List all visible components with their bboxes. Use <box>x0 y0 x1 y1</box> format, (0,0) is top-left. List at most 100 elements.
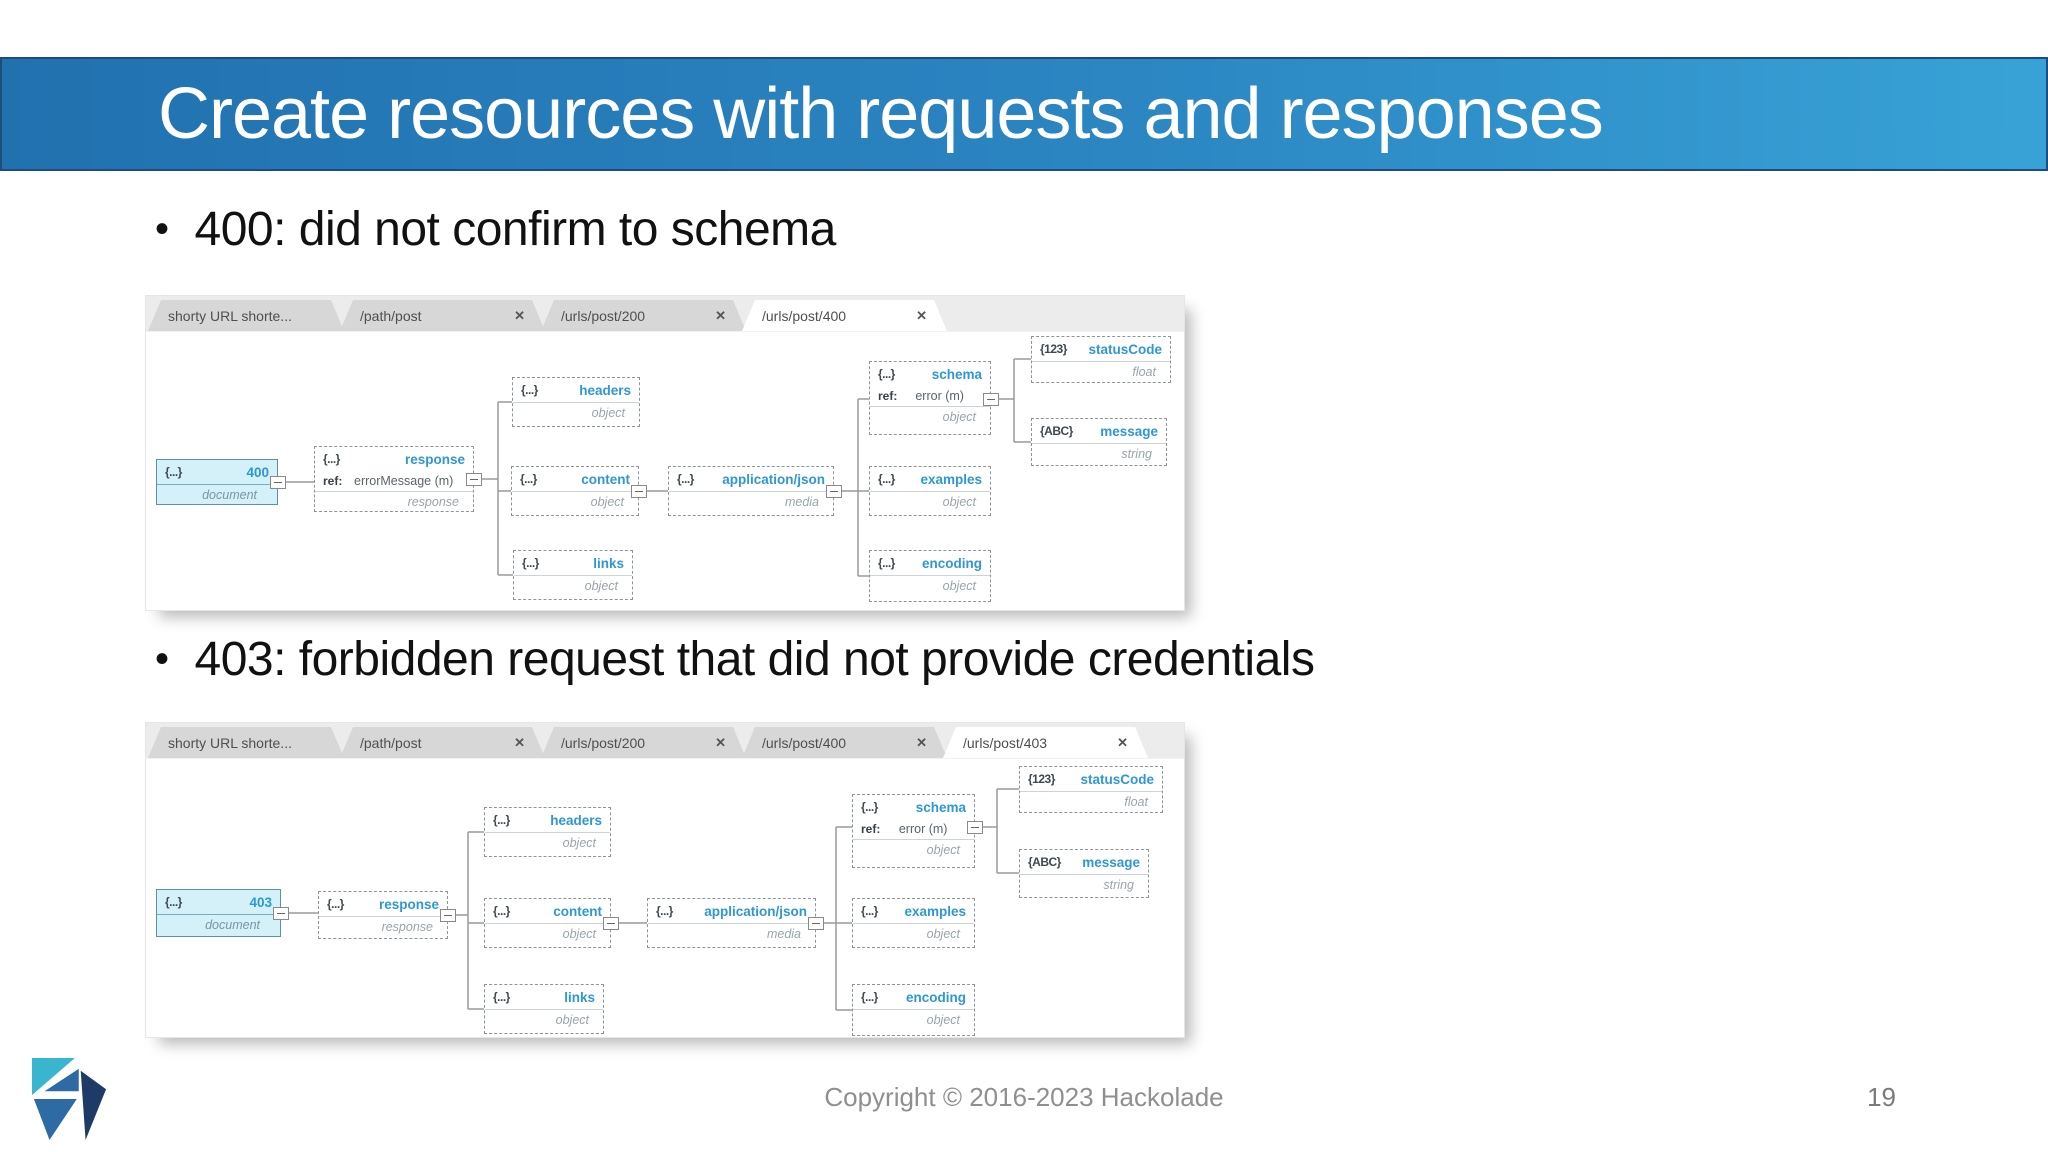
object-type-icon: {...} <box>520 472 537 486</box>
node-type: object <box>853 923 974 947</box>
node-name: examples <box>904 903 966 919</box>
collapse-toggle[interactable] <box>273 907 289 920</box>
node-type: media <box>669 491 833 515</box>
tab-urls-post-200[interactable]: /urls/post/200 ✕ <box>541 727 746 758</box>
number-type-icon: {123} <box>1028 772 1055 786</box>
ref-label: ref: <box>878 389 898 403</box>
tab-urls-post-400[interactable]: /urls/post/400 ✕ <box>742 300 947 331</box>
object-type-icon: {...} <box>323 452 340 466</box>
tab-label: /path/post <box>360 307 422 324</box>
node-name: content <box>553 903 602 919</box>
node-name: response <box>378 896 439 912</box>
tab-urls-post-200[interactable]: /urls/post/200 ✕ <box>541 300 746 331</box>
title-bar: Create resources with requests and respo… <box>0 57 2048 171</box>
tab-shorty-url-shortener[interactable]: shorty URL shorte... <box>148 727 344 758</box>
node-headers[interactable]: {...} headers object <box>512 377 640 427</box>
object-type-icon: {...} <box>522 556 539 570</box>
node-application-json[interactable]: {...} application/json media <box>647 898 816 948</box>
object-type-icon: {...} <box>493 813 510 827</box>
node-statuscode[interactable]: {123} statusCode float <box>1031 336 1171 383</box>
node-links[interactable]: {...} links object <box>484 984 604 1034</box>
object-type-icon: {...} <box>165 895 182 909</box>
node-type: object <box>853 1009 974 1035</box>
node-type: document <box>157 914 280 936</box>
node-examples[interactable]: {...} examples object <box>852 898 975 948</box>
hackolade-logo <box>31 1058 107 1140</box>
node-response[interactable]: {...} response response <box>318 891 448 939</box>
object-type-icon: {...} <box>861 800 878 814</box>
collapse-toggle[interactable] <box>631 485 647 498</box>
node-encoding[interactable]: {...} encoding object <box>869 550 991 602</box>
node-schema[interactable]: {...} schema ref: error (m) object <box>852 794 975 868</box>
object-type-icon: {...} <box>493 904 510 918</box>
ref-label: ref: <box>323 474 343 488</box>
node-400-document[interactable]: {...} 400 document <box>156 459 278 505</box>
tab-label: /path/post <box>360 734 422 751</box>
object-type-icon: {...} <box>878 472 895 486</box>
slide-title: Create resources with requests and respo… <box>158 74 1604 154</box>
node-name: examples <box>920 471 982 487</box>
node-headers[interactable]: {...} headers object <box>484 807 611 857</box>
tab-label: shorty URL shorte... <box>168 307 292 324</box>
close-icon[interactable]: ✕ <box>514 307 525 323</box>
node-statuscode[interactable]: {123} statusCode float <box>1019 766 1163 813</box>
node-name: statusCode <box>1080 771 1154 787</box>
tab-bar: shorty URL shorte... /path/post ✕ /urls/… <box>146 296 1184 332</box>
node-examples[interactable]: {...} examples object <box>869 466 991 516</box>
node-content[interactable]: {...} content object <box>511 466 639 516</box>
object-type-icon: {...} <box>878 556 895 570</box>
node-name: message <box>1100 423 1158 439</box>
node-type: response <box>315 491 473 511</box>
object-type-icon: {...} <box>861 990 878 1004</box>
node-content[interactable]: {...} content object <box>484 898 611 948</box>
tab-label: /urls/post/400 <box>762 734 847 751</box>
tab-path-post[interactable]: /path/post ✕ <box>340 727 545 758</box>
close-icon[interactable]: ✕ <box>514 734 525 750</box>
object-type-icon: {...} <box>878 367 895 381</box>
tab-urls-post-403[interactable]: /urls/post/403 ✕ <box>943 727 1148 758</box>
ref-value: error (m) <box>898 822 948 836</box>
tab-shorty-url-shortener[interactable]: shorty URL shorte... <box>148 300 344 331</box>
ref-value: errorMessage (m) <box>354 474 454 488</box>
node-message[interactable]: {ABC} message string <box>1019 849 1149 898</box>
collapse-toggle[interactable] <box>983 393 999 406</box>
close-icon[interactable]: ✕ <box>916 734 927 750</box>
node-403-document[interactable]: {...} 403 document <box>156 889 281 937</box>
collapse-toggle[interactable] <box>967 821 983 834</box>
collapse-toggle[interactable] <box>270 476 286 489</box>
string-type-icon: {ABC} <box>1028 855 1061 869</box>
node-application-json[interactable]: {...} application/json media <box>668 466 834 516</box>
collapse-toggle[interactable] <box>808 917 824 930</box>
footer-copyright: Copyright © 2016-2023 Hackolade <box>824 1082 1224 1112</box>
close-icon[interactable]: ✕ <box>916 307 927 323</box>
close-icon[interactable]: ✕ <box>1117 734 1128 750</box>
node-name: response <box>404 451 465 467</box>
close-icon[interactable]: ✕ <box>715 734 726 750</box>
tab-bar: shorty URL shorte... /path/post ✕ /urls/… <box>146 723 1184 759</box>
tab-urls-post-400[interactable]: /urls/post/400 ✕ <box>742 727 947 758</box>
close-icon[interactable]: ✕ <box>715 307 726 323</box>
node-name: application/json <box>722 471 825 487</box>
bullet-text: 400: did not confirm to schema <box>194 203 837 256</box>
node-links[interactable]: {...} links object <box>513 550 633 600</box>
node-name: links <box>564 989 595 1005</box>
collapse-toggle[interactable] <box>466 473 482 486</box>
node-response[interactable]: {...} response ref: errorMessage (m) res… <box>314 446 474 512</box>
collapse-toggle[interactable] <box>440 909 456 922</box>
hackolade-screenshot-400: shorty URL shorte... /path/post ✕ /urls/… <box>145 295 1185 611</box>
node-name: statusCode <box>1088 341 1162 357</box>
node-encoding[interactable]: {...} encoding object <box>852 984 975 1036</box>
node-type: string <box>1032 443 1166 465</box>
node-name: encoding <box>906 989 966 1005</box>
node-schema[interactable]: {...} schema ref: error (m) object <box>869 361 991 435</box>
object-type-icon: {...} <box>861 904 878 918</box>
page-number: 19 <box>1867 1082 1896 1112</box>
bullet-text: 403: forbidden request that did not prov… <box>194 633 1315 686</box>
number-type-icon: {123} <box>1040 342 1067 356</box>
node-message[interactable]: {ABC} message string <box>1031 418 1167 466</box>
collapse-toggle[interactable] <box>826 485 842 498</box>
tab-path-post[interactable]: /path/post ✕ <box>340 300 545 331</box>
node-type: object <box>485 1009 603 1033</box>
collapse-toggle[interactable] <box>603 917 619 930</box>
